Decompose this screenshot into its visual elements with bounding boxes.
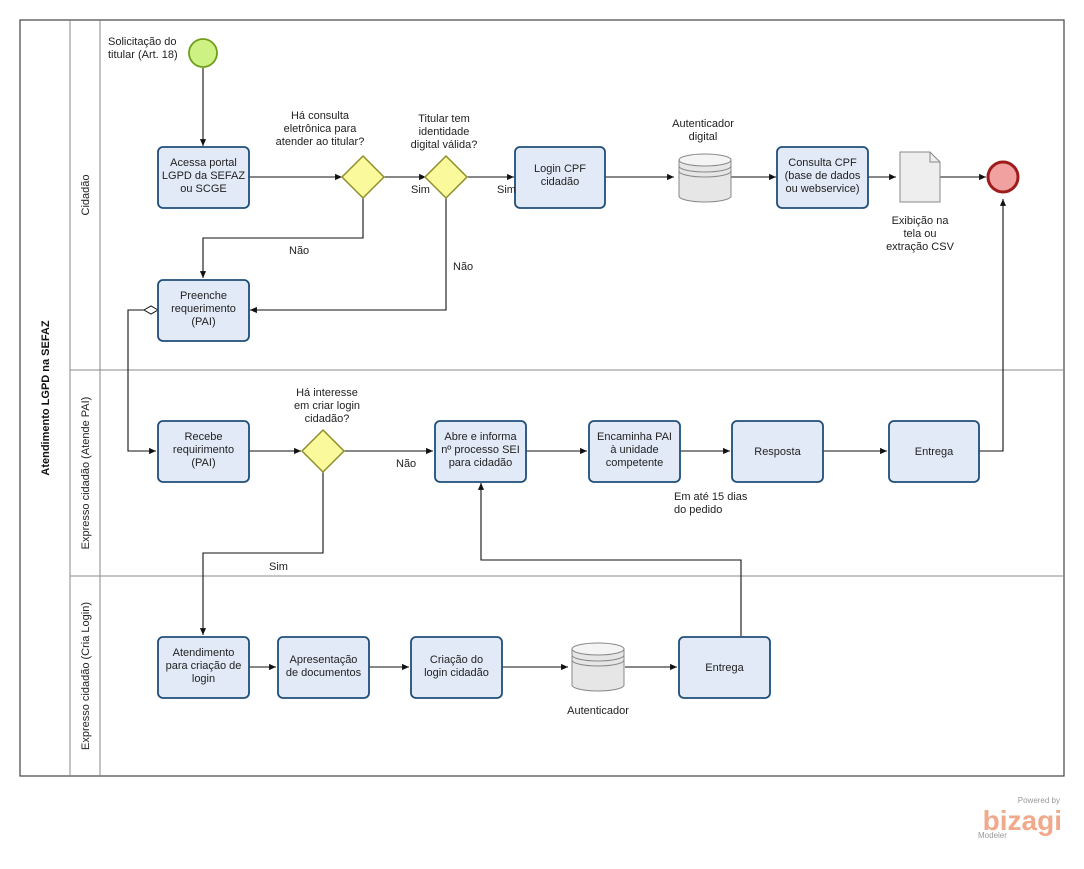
flow-label-nao-3: Não [396, 458, 416, 470]
datastore-autenticador-digital-icon [678, 153, 732, 203]
task-entrega-pai-label: Entrega [915, 446, 954, 458]
task-acessa-portal [157, 146, 250, 209]
task-entrega-login [678, 636, 771, 699]
brand-powered-by: Powered by [1018, 796, 1060, 805]
flow-entrega-to-abre [477, 483, 742, 636]
flow-label-sim-1: Sim [411, 184, 430, 196]
lane-title-cria-login: Expresso cidadão (Cria Login) [80, 602, 92, 750]
start-event [188, 38, 218, 68]
flow-label-nao-2: Não [453, 261, 473, 273]
task-entrega-login-label: Entrega [705, 662, 744, 674]
task-login-cpf [514, 146, 606, 209]
gateway-identidade-digital [423, 154, 469, 200]
flow-gw1-nao [199, 198, 364, 278]
gateway-consulta-eletronica [340, 154, 386, 200]
task-resposta [731, 420, 824, 483]
task-apresentacao [277, 636, 370, 699]
pool-title: Atendimento LGPD na SEFAZ [40, 320, 52, 476]
brand-name: bizagi [983, 805, 1062, 836]
flow-diamond-origin [142, 305, 160, 315]
flow-label-nao-1: Não [289, 245, 309, 257]
gateway-interesse-login [300, 428, 346, 474]
sequence-flows [127, 68, 1007, 671]
flow-label-sim-3: Sim [269, 561, 288, 573]
task-preenche-requerimento [157, 279, 250, 342]
brand-product: Modeler [978, 831, 1007, 840]
datastore-autenticador-label: Autenticador [567, 705, 629, 717]
task-resposta-label: Resposta [754, 446, 801, 458]
task-atendimento [157, 636, 250, 699]
flow-label-sim-2: Sim [497, 184, 516, 196]
datastore-autenticador-icon [571, 642, 625, 692]
flow-entrega-to-end [979, 199, 1007, 452]
task-abre-informa [434, 420, 527, 483]
flow-gw3-sim [199, 472, 324, 635]
flow-gw2-nao [250, 198, 447, 314]
lane-title-atende-pai: Expresso cidadão (Atende PAI) [80, 397, 92, 550]
lane-title-cidadao: Cidadão [80, 175, 92, 216]
task-encaminha-pai [588, 420, 681, 483]
task-entrega-pai [888, 420, 980, 483]
task-recebe-requirimento [157, 420, 250, 483]
document-icon [899, 151, 941, 203]
task-consulta-cpf [776, 146, 869, 209]
end-event [986, 160, 1020, 194]
task-criacao-login [410, 636, 503, 699]
bizagi-logo: Powered by bizagi Modeler [978, 796, 1062, 840]
